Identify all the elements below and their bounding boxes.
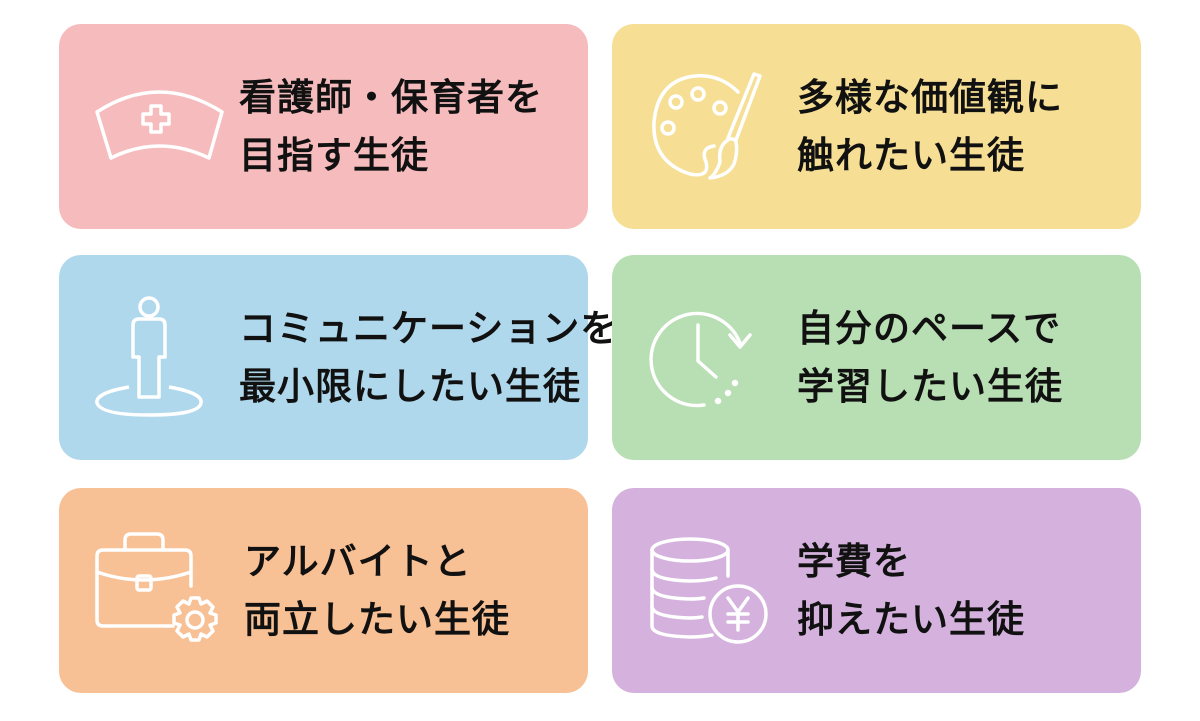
card-label: 看護師・保育者を 目指す生徒 (239, 69, 543, 185)
card-label: 多様な価値観に 触れたい生徒 (797, 69, 1063, 185)
card-own-pace: 自分のペースで 学習したい生徒 (612, 255, 1141, 460)
card-label-line1: 自分のペースで (797, 306, 1062, 350)
card-reduce-tuition: 学費を 抑えたい生徒 (612, 488, 1141, 693)
card-label-line1: 多様な価値観に (797, 75, 1063, 119)
card-label-line2: 目指す生徒 (239, 133, 429, 177)
card-label-line2: 両立したい生徒 (244, 597, 510, 641)
card-label-line2: 抑えたい生徒 (797, 597, 1025, 641)
card-label-line2: 学習したい生徒 (797, 364, 1063, 408)
card-label: 自分のペースで 学習したい生徒 (797, 300, 1063, 416)
card-nurse-childcare: 看護師・保育者を 目指す生徒 (59, 24, 588, 229)
palette-brush-icon (640, 62, 780, 192)
card-diverse-values: 多様な価値観に 触れたい生徒 (612, 24, 1141, 229)
clock-cycle-icon (640, 293, 780, 423)
card-minimal-communication: コミュニケーションを 最小限にしたい生徒 (59, 255, 617, 460)
card-part-time-job: アルバイトと 両立したい生徒 (59, 488, 588, 693)
card-label-line1: 看護師・保育者を (239, 75, 543, 119)
nurse-cap-icon (87, 62, 227, 192)
card-label-line1: 学費を (797, 539, 911, 583)
briefcase-gear-icon (87, 526, 227, 656)
card-label: アルバイトと 両立したい生徒 (244, 533, 510, 649)
card-label-line1: コミュニケーションを (239, 306, 619, 350)
coins-yen-icon (640, 526, 780, 656)
card-label-line2: 触れたい生徒 (797, 133, 1025, 177)
card-label: コミュニケーションを 最小限にしたい生徒 (239, 300, 618, 416)
card-label-line2: 最小限にしたい生徒 (239, 364, 581, 408)
person-standing-icon (87, 293, 227, 423)
card-label: 学費を 抑えたい生徒 (797, 533, 1025, 649)
card-label-line1: アルバイトと (244, 539, 472, 583)
